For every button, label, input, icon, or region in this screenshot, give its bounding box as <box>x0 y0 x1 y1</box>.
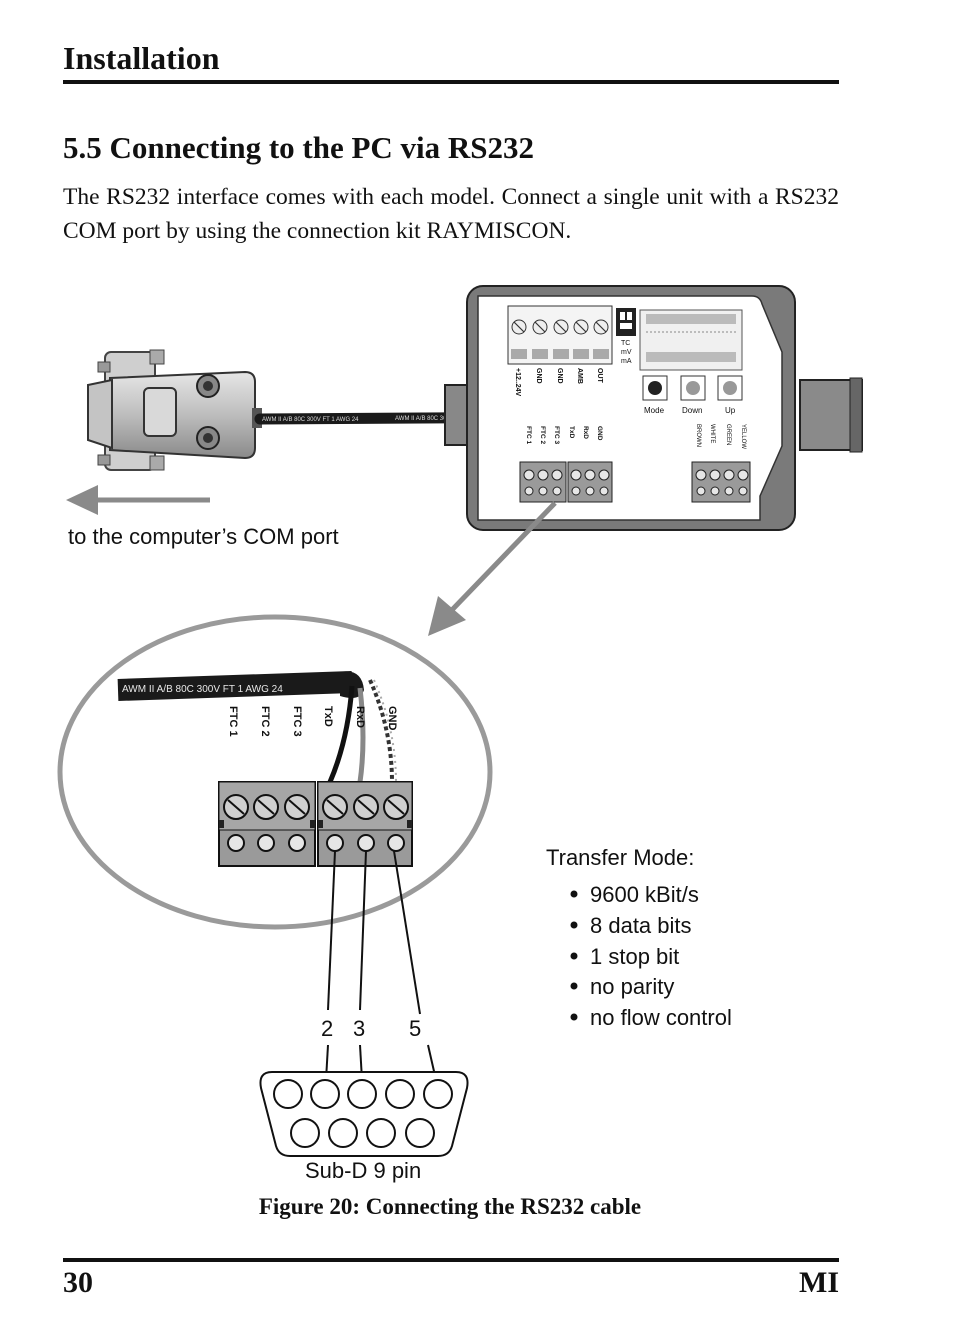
zoom-label-gnd: GND <box>386 706 398 731</box>
com-port-arrow <box>66 485 210 515</box>
transfer-mode-item: 9600 kBit/s <box>590 882 699 907</box>
transfer-mode-item: 8 data bits <box>590 913 692 938</box>
cable-print-2: AWM II A/B 80C 300V FT 1 AWG 24 <box>395 416 492 422</box>
subd-label: Sub-D 9 pin <box>305 1158 421 1183</box>
transfer-mode-item: no parity <box>590 974 674 999</box>
zoom-detail-ellipse <box>57 614 493 930</box>
header-rule <box>63 80 839 84</box>
housing-label-white: WHITE <box>709 424 715 443</box>
intro-paragraph: The RS232 interface comes with each mode… <box>63 184 839 244</box>
footer-rule <box>63 1258 839 1262</box>
switch-label-tc: TC <box>621 340 630 347</box>
zoom-label-ftc1: FTC 1 <box>227 706 239 737</box>
pin-number-5: 5 <box>409 1016 421 1041</box>
housing-label-brown: BROWN <box>695 424 701 447</box>
terminal-label-gnd-1: GND <box>535 368 542 384</box>
subd-9-connector <box>259 1071 469 1157</box>
pin-number-3: 3 <box>353 1016 365 1041</box>
zoom-cable: AWM II A/B 80C 300V FT 1 AWG 24 <box>117 671 397 783</box>
housing-label-ftc1: FTC 1 <box>525 426 532 444</box>
housing-label-yellow: YELLOW <box>740 424 746 449</box>
com-port-label: to the computer’s COM port <box>68 524 339 549</box>
section-title: 5.5 Connecting to the PC via RS232 <box>63 130 535 165</box>
housing-label-gnd: GND <box>596 426 603 441</box>
zoom-label-ftc3: FTC 3 <box>291 706 303 737</box>
down-button-label: Down <box>682 406 702 415</box>
zoom-arrow <box>428 501 557 636</box>
transfer-mode-list: Transfer Mode: 9600 kBit/s 8 data bits 1… <box>546 845 732 1030</box>
transfer-mode-item: no flow control <box>590 1005 732 1030</box>
output-mode-switch: TC mV mA <box>616 308 636 365</box>
cable-print-1: AWM II A/B 80C 300V FT 1 AWG 24 <box>262 417 359 423</box>
housing-label-green: GREEN <box>725 424 731 445</box>
housing-label-txd: TxD <box>568 426 575 439</box>
housing-label-rxd: RxD <box>582 426 589 439</box>
terminal-label-out: OUT <box>596 368 603 384</box>
switch-label-ma: mA <box>621 358 632 365</box>
zoom-cable-print: AWM II A/B 80C 300V FT 1 AWG 24 <box>122 684 283 695</box>
db9-plug-illustration <box>87 349 262 471</box>
terminal-label-gnd-2: GND <box>556 368 563 384</box>
zoom-label-ftc2: FTC 2 <box>259 706 271 737</box>
transfer-mode-item: 1 stop bit <box>590 944 679 969</box>
zoom-label-rxd: RxD <box>354 706 366 728</box>
figure-caption: Figure 20: Connecting the RS232 cable <box>258 1194 642 1219</box>
power-terminal-block: +12..24V GND GND AMB OUT <box>507 305 613 397</box>
display-module <box>639 309 743 371</box>
transfer-mode-title: Transfer Mode: <box>546 845 694 870</box>
footer-model-name: MI <box>799 1266 839 1299</box>
page-number: 30 <box>63 1266 93 1299</box>
section-header: Installation <box>63 40 220 76</box>
mode-button-label: Mode <box>644 406 665 415</box>
up-button <box>717 375 743 401</box>
down-button <box>680 375 706 401</box>
housing-label-ftc2: FTC 2 <box>539 426 546 444</box>
housing-label-ftc3: FTC 3 <box>553 426 560 444</box>
electronics-housing: +12..24V GND GND AMB OUT TC mV mA <box>444 285 863 531</box>
switch-label-mv: mV <box>621 349 632 356</box>
zoom-label-txd: TxD <box>322 706 334 727</box>
mode-button <box>642 375 668 401</box>
pin-number-2: 2 <box>321 1016 333 1041</box>
up-button-label: Up <box>725 406 736 415</box>
terminal-label-amb: AMB <box>576 368 583 384</box>
terminal-label-supply: +12..24V <box>514 368 521 397</box>
